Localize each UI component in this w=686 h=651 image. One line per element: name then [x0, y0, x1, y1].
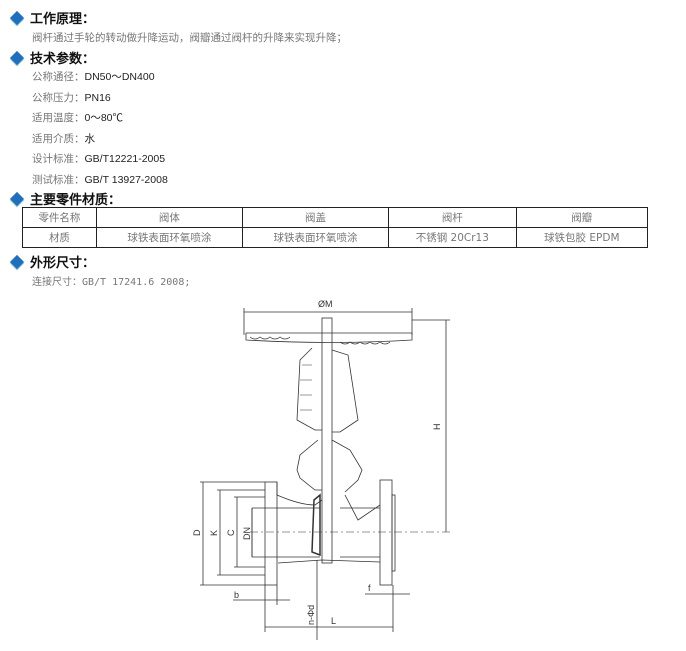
param-label: 公称压力： — [32, 91, 85, 104]
param-value: 水 — [84, 132, 96, 145]
param-value: GB/T12221-2005 — [84, 153, 166, 165]
principle-text: 阀杆通过手轮的转动做升降运动，阀瓣通过阀杆的升降来实现升降； — [32, 32, 347, 44]
label-l: L — [331, 616, 336, 626]
stem — [321, 317, 333, 564]
title: 技术参数： — [30, 52, 96, 67]
title: 工作原理： — [30, 12, 96, 27]
body — [276, 482, 381, 521]
gate — [311, 493, 321, 557]
param-item: 适用介质：水 — [32, 131, 95, 146]
param-label: 适用温度： — [32, 112, 85, 124]
section-title-dimensions: 外形尺寸： — [8, 252, 95, 271]
param-label: 设计标准： — [32, 153, 85, 165]
table-row: 材质 球铁表面环氧喷涂 球铁表面环氧喷涂 不锈钢 20Cr13 球铁包胶 EPD… — [22, 227, 649, 248]
param-item: 测试标准：GB/T 13927-2008 — [32, 172, 168, 187]
cell: 不锈钢 20Cr13 — [388, 227, 517, 248]
param-value: 0～80℃ — [84, 112, 124, 124]
param-label: 适用介质： — [32, 132, 85, 145]
param-item: 设计标准：GB/T12221-2005 — [32, 151, 165, 166]
param-value: DN50～DN400 — [84, 71, 155, 83]
section-title-principle: 工作原理： — [8, 8, 95, 27]
header-cell: 阀盖 — [241, 207, 390, 228]
label-b: b — [234, 590, 239, 600]
title: 外形尺寸： — [30, 256, 96, 271]
label-k: K — [209, 530, 219, 536]
param-value: GB/T 13927-2008 — [84, 173, 168, 186]
label-dn: DN — [242, 527, 252, 540]
param-label: 公称通径： — [32, 71, 85, 83]
cell: 球铁包胶 EPDM — [515, 227, 649, 248]
param-label: 测试标准： — [32, 173, 85, 186]
label-m: ØM — [318, 299, 333, 309]
materials-table: 零件名称 阀体 阀盖 阀杆 阀瓣 材质 球铁表面环氧喷涂 球铁表面环氧喷涂 不锈… — [22, 207, 649, 248]
label-d: D — [192, 529, 202, 536]
cell: 球铁表面环氧喷涂 — [95, 227, 243, 248]
label-nd: n-Φd — [306, 605, 316, 625]
param-item: 公称通径：DN50～DN400 — [32, 69, 155, 84]
cell: 球铁表面环氧喷涂 — [241, 227, 390, 248]
param-item: 适用温度：0～80℃ — [32, 110, 123, 125]
section-title-materials: 主要零件材质： — [8, 189, 121, 208]
label-h: H — [432, 424, 442, 431]
right-flange — [379, 479, 393, 586]
left-flange — [264, 481, 278, 586]
yoke — [296, 347, 359, 433]
param-value: PN16 — [84, 91, 111, 104]
param-item: 公称压力：PN16 — [32, 90, 111, 105]
section-title-params: 技术参数： — [8, 48, 95, 67]
cell: 材质 — [22, 227, 97, 248]
bonnet — [296, 439, 363, 493]
dimensions-text: 连接尺寸：GB/T 17241.6 2008; — [32, 277, 191, 288]
label-f: f — [368, 583, 371, 593]
handwheel — [245, 332, 413, 343]
label-c: C — [226, 529, 236, 536]
title: 主要零件材质： — [30, 193, 122, 208]
